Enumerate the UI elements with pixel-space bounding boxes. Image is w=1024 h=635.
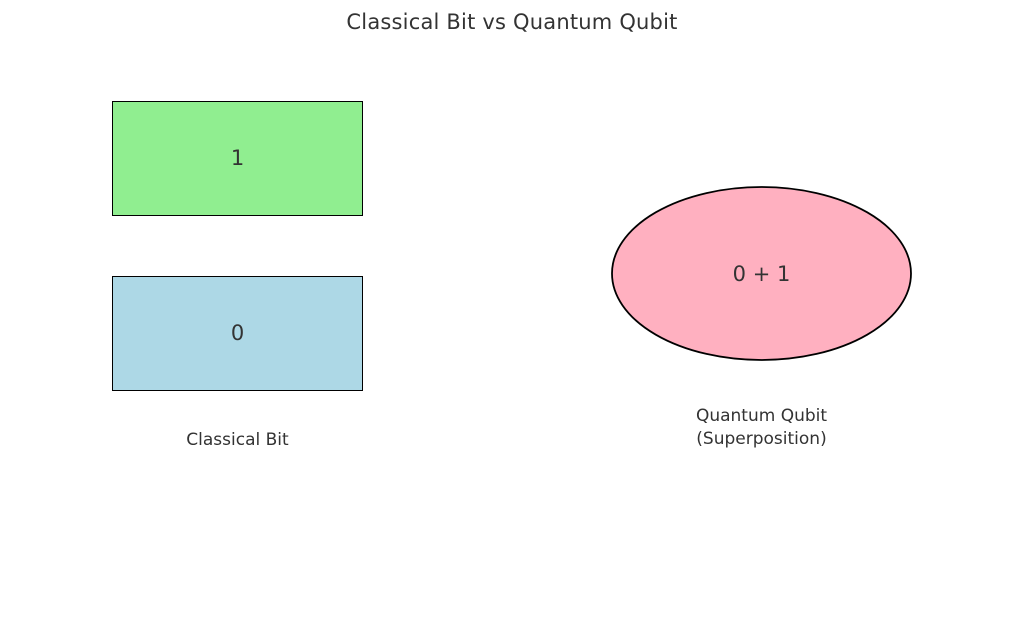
classical-bit-value-one: 1 <box>230 146 245 170</box>
classical-bit-state-one: 1 <box>112 101 363 216</box>
quantum-qubit-caption: Quantum Qubit (Superposition) <box>611 405 912 452</box>
quantum-qubit-caption-line2: (Superposition) <box>696 429 827 450</box>
classical-bit-value-zero: 0 <box>230 321 245 345</box>
quantum-qubit-ellipse <box>611 186 912 361</box>
page-title: Classical Bit vs Quantum Qubit <box>346 10 678 34</box>
classical-bit-state-zero: 0 <box>112 276 363 391</box>
qubit-ellipse-shape <box>611 186 912 361</box>
classical-bit-caption-line1: Classical Bit <box>186 430 289 450</box>
quantum-qubit-caption-line1: Quantum Qubit <box>695 406 828 426</box>
classical-bit-caption: Classical Bit <box>112 429 363 452</box>
